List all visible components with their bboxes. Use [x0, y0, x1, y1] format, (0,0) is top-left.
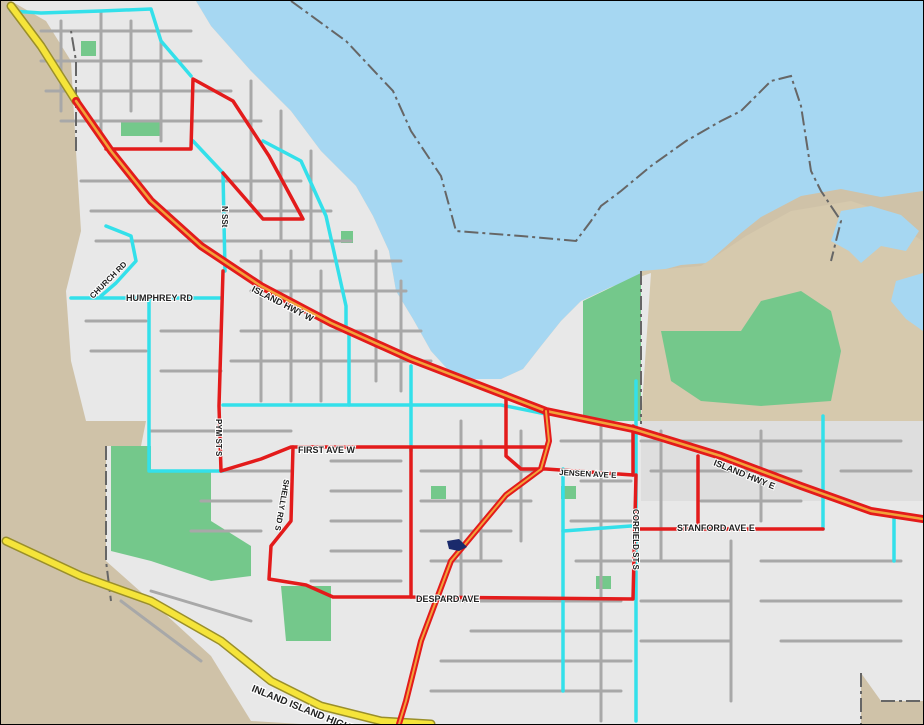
label-north-st: N SSt	[220, 206, 229, 228]
collector-church-rd	[99, 224, 138, 298]
park-north-1	[121, 121, 161, 136]
collector-waterfront	[261, 139, 348, 328]
municipal-boundary	[70, 1, 923, 724]
arterial-pym-st	[217, 269, 548, 473]
estuary-water-channel-2	[891, 273, 923, 331]
park-north-2	[81, 41, 96, 56]
collector-west-loop	[147, 296, 225, 473]
label-stanford-ave-e: STANFORD AVE E	[677, 523, 755, 533]
park-estuary	[661, 291, 841, 406]
inland-island-highway	[1, 1, 436, 724]
collector-roads	[9, 7, 896, 723]
label-humphrey-rd: HUMPHREY RD	[126, 293, 193, 303]
arterial-jensen	[504, 391, 635, 477]
label-corfield-st: CORFIELD ST S	[631, 509, 640, 571]
parks	[81, 41, 841, 641]
commercial-zone	[641, 421, 923, 501]
location-marker-icon[interactable]	[447, 539, 467, 551]
collector-north	[9, 7, 193, 78]
arterial-despard	[409, 445, 638, 601]
collector-mid	[221, 403, 548, 416]
arterial-shelly	[267, 445, 413, 599]
label-despard-ave: DESPARD AVE	[416, 594, 479, 604]
label-first-ave-w: FIRST AVE W	[298, 445, 356, 455]
water-bay	[196, 1, 923, 379]
park-marsh	[583, 273, 641, 421]
label-pym-st: PYM ST S	[214, 419, 223, 457]
park-west	[111, 446, 251, 581]
arterial-north-loop	[104, 77, 305, 221]
park-mid-2	[431, 486, 446, 499]
estuary-water-channel	[831, 206, 919, 263]
park-mid-4	[596, 576, 611, 589]
label-jensen-ave-e: JENSEN AVE E	[559, 468, 617, 480]
island-highway	[72, 97, 923, 724]
park-south	[281, 586, 331, 641]
